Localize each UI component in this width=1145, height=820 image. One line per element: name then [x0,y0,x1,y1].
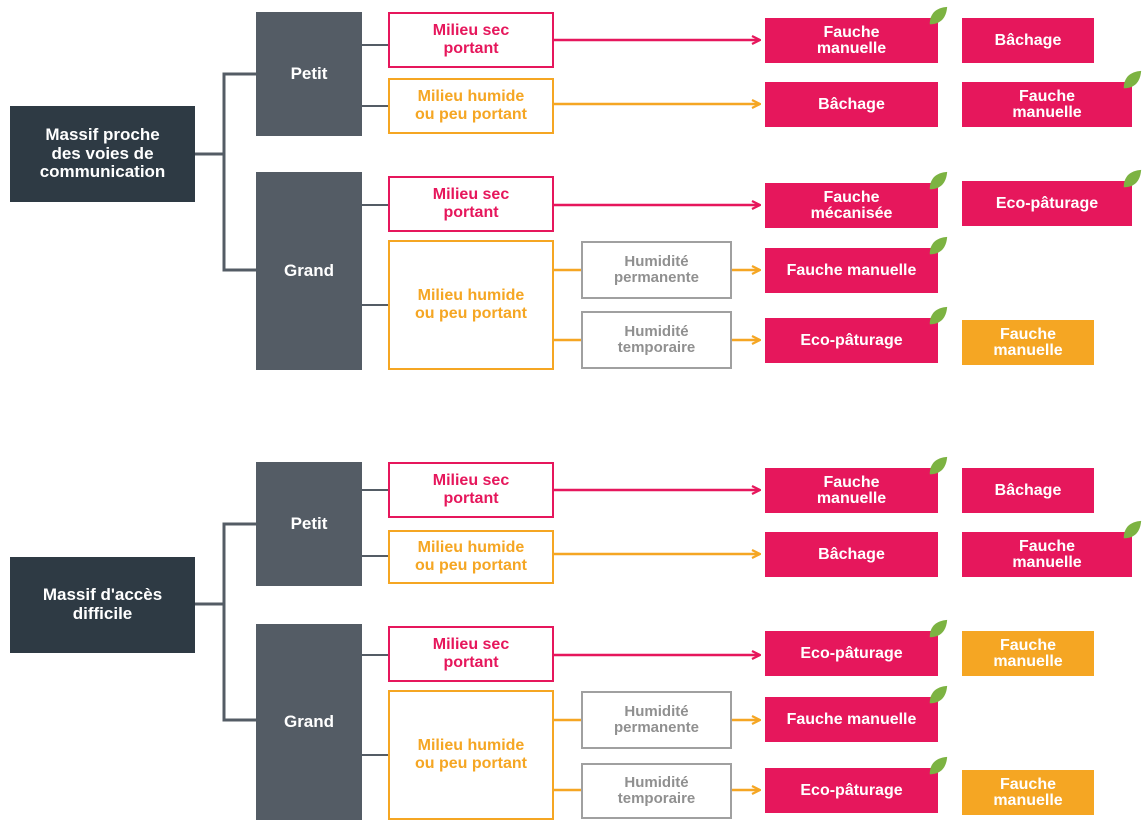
humidity-temporary: Humidité temporaire [581,311,732,369]
size-petit: Petit [256,462,362,586]
action-box: Bâchage [765,532,938,577]
root-node: Massif d'accès difficile [10,557,195,653]
humidity-permanent: Humidité permanente [581,691,732,749]
leaf-icon [929,685,948,704]
action-box: Eco-pâturage [765,318,938,363]
action-box: Fauche manuelle [765,697,938,742]
humidity-temporary: Humidité temporaire [581,763,732,819]
action-box: Bâchage [962,18,1094,63]
size-grand: Grand [256,624,362,820]
decision-tree-section-1: Massif proche des voies de communication… [0,0,1145,370]
leaf-icon [929,619,948,638]
action-box: Fauche manuelle [962,532,1132,577]
action-box: Fauche manuelle [962,770,1094,815]
leaf-icon [929,6,948,25]
action-box: Fauche manuelle [962,320,1094,365]
connector-lines [195,0,1145,370]
action-box: Bâchage [765,82,938,127]
action-box: Fauche manuelle [962,82,1132,127]
env-dry: Milieu sec portant [388,462,554,518]
env-wet: Milieu humide ou peu portant [388,690,554,820]
env-wet: Milieu humide ou peu portant [388,530,554,584]
leaf-icon [929,171,948,190]
leaf-icon [929,306,948,325]
action-box: Eco-pâturage [765,631,938,676]
env-dry: Milieu sec portant [388,626,554,682]
size-petit: Petit [256,12,362,136]
env-dry: Milieu sec portant [388,12,554,68]
connector-lines [195,450,1145,820]
action-box: Fauche mécanisée [765,183,938,228]
leaf-icon [929,456,948,475]
action-box: Fauche manuelle [765,468,938,513]
leaf-icon [1123,520,1142,539]
leaf-icon [1123,169,1142,188]
env-dry: Milieu sec portant [388,176,554,232]
size-grand: Grand [256,172,362,370]
leaf-icon [929,236,948,255]
action-box: Eco-pâturage [765,768,938,813]
env-wet: Milieu humide ou peu portant [388,240,554,370]
decision-tree-section-2: Massif d'accès difficile Petit Grand Mil… [0,450,1145,820]
action-box: Fauche manuelle [765,18,938,63]
leaf-icon [929,756,948,775]
action-box: Fauche manuelle [765,248,938,293]
leaf-icon [1123,70,1142,89]
humidity-permanent: Humidité permanente [581,241,732,299]
action-box: Bâchage [962,468,1094,513]
env-wet: Milieu humide ou peu portant [388,78,554,134]
action-box: Eco-pâturage [962,181,1132,226]
action-box: Fauche manuelle [962,631,1094,676]
root-node: Massif proche des voies de communication [10,106,195,202]
